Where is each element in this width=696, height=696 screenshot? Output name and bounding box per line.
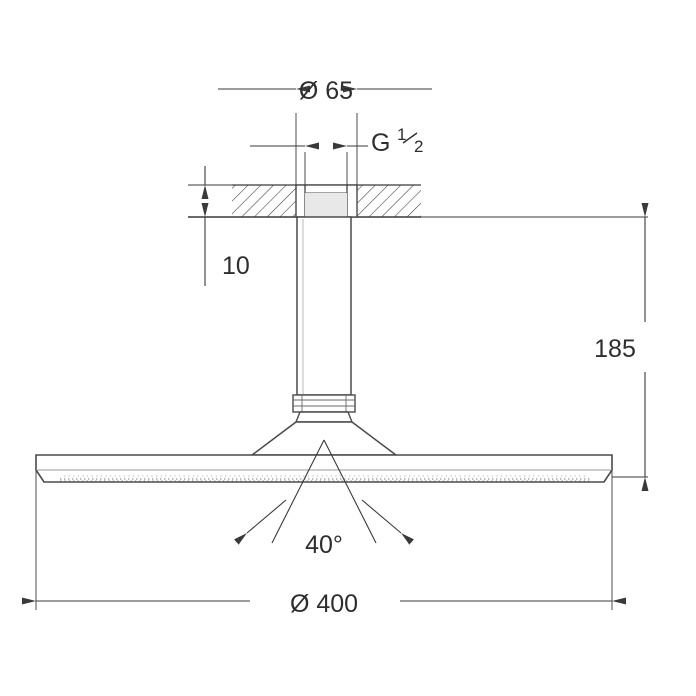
dimension-total-drop: 185 [421, 203, 649, 491]
dim-label-thread: G [371, 129, 390, 157]
dim-label-thread-numerator: 1 [397, 125, 406, 144]
angle-arrow-right [361, 499, 414, 545]
shower-head-body [35, 454, 613, 483]
fraction-slash [402, 132, 418, 144]
spray-nozzle-row [60, 475, 590, 482]
dimension-diameter-head: Ø 400 [22, 470, 626, 618]
ceiling-arm-group [292, 216, 356, 423]
drop-arm-tube [296, 216, 352, 396]
dim-label-diameter-head: Ø 400 [290, 590, 358, 618]
dim-label-total-drop: 185 [594, 335, 636, 363]
shower-head-group [35, 421, 613, 483]
dim-label-diameter-top: Ø 65 [299, 77, 353, 105]
angle-leg-right [323, 439, 377, 544]
dimension-ceiling-thickness: 10 [188, 166, 296, 286]
head-cone [249, 421, 399, 456]
ceiling-group [188, 184, 421, 218]
dimension-diameter-top: Ø 65 [218, 77, 432, 190]
angle-arrow-left [234, 499, 287, 545]
thread-fill [305, 193, 347, 217]
dimension-spray-angle: 40° [234, 439, 414, 559]
angle-leg-left [271, 439, 325, 544]
dim-label-spray-angle: 40° [305, 531, 343, 559]
dimension-thread: G 1 2 [250, 125, 423, 190]
dim-label-thread-denominator: 2 [414, 137, 423, 156]
dim-label-ceiling-thickness: 10 [222, 252, 250, 280]
ceiling-hatch-right [357, 185, 421, 217]
swivel-joint [294, 411, 354, 423]
ceiling-hatch-left [232, 185, 296, 217]
